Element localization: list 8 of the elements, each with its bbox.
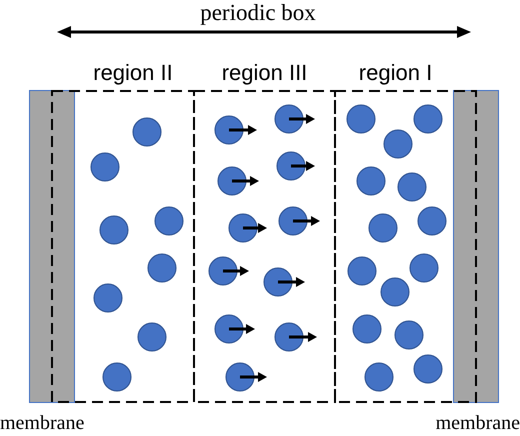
region-label: region II	[93, 60, 173, 86]
membrane-bar	[453, 90, 499, 403]
membrane-bar	[29, 90, 75, 403]
dimension-label: periodic box	[200, 0, 316, 26]
region-label: region I	[358, 60, 432, 86]
region-label: region III	[222, 60, 308, 86]
membrane-label: membrane	[436, 411, 520, 435]
membrane-label: membrane	[0, 411, 84, 435]
